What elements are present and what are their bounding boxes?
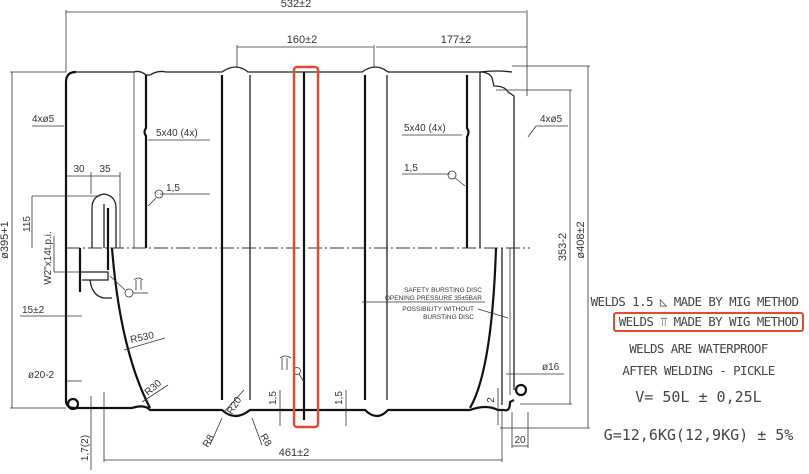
bursting-disc-note: SAFETY BURSTING DISC OPENING PRESSURE 35… bbox=[362, 287, 509, 321]
callout-radius-bead: R20 R8 R8 bbox=[201, 389, 274, 450]
right-height-label: 353-2 bbox=[557, 233, 569, 261]
right-rim-label: ø16 bbox=[542, 362, 560, 373]
fitting-depth-label: 15±2 bbox=[22, 305, 45, 316]
holes-right-label: 4xø5 bbox=[540, 114, 563, 125]
radius-large-label: R530 bbox=[129, 330, 155, 346]
bead-depth-left-label: 1,5 bbox=[268, 391, 279, 405]
left-rim-label: ø20-2 bbox=[28, 370, 55, 381]
holes-left-label: 4xø5 bbox=[32, 114, 55, 125]
drawing-notes: WELDS 1.5 ◺ MADE BY MIG METHOD WELDS ⫪ M… bbox=[588, 294, 809, 443]
fitting-offset-b-label: 35 bbox=[99, 164, 111, 175]
fitting-assembly bbox=[78, 193, 117, 299]
callout-holes-left: 4xø5 bbox=[32, 114, 64, 127]
bottom-length-label: 461±2 bbox=[279, 447, 310, 459]
slots-left-label: 5x40 (4x) bbox=[156, 128, 198, 139]
dimension-right-height: 353-2 bbox=[496, 89, 572, 405]
dimension-right-flange: 20 bbox=[511, 412, 529, 448]
dimension-center-span: 160±2 bbox=[236, 34, 375, 68]
dimension-bead-depth: 1,5 1,5 bbox=[268, 390, 347, 426]
slots-right-label: 5x40 (4x) bbox=[404, 123, 446, 134]
callout-radius-large: R530 bbox=[123, 330, 166, 351]
bead-depth-right-label: 1,5 bbox=[334, 391, 345, 405]
dimension-overall-length: 532±2 bbox=[65, 0, 528, 96]
right-diameter-label: ø408±2 bbox=[575, 221, 587, 258]
fitting-height-label: 115 bbox=[22, 216, 33, 232]
bursting-disc-line2: OPENING PRESSURE 35±5BAR bbox=[385, 295, 482, 302]
radius-bead-label: R20 bbox=[225, 395, 244, 417]
note-volume: V= 50L ± 0,25L bbox=[635, 388, 762, 406]
center-span-label: 160±2 bbox=[287, 34, 318, 46]
callout-weld-left: 1,5 bbox=[147, 183, 210, 207]
weld-seam-highlight bbox=[292, 65, 320, 429]
right-span-label: 177±2 bbox=[441, 34, 472, 46]
dimension-right-gap: 2 bbox=[486, 388, 499, 425]
callout-weld-seam bbox=[279, 355, 305, 383]
dimension-left-diameter: ø395+1 bbox=[0, 71, 66, 409]
dimension-right-span: 177±2 bbox=[376, 34, 527, 48]
left-diameter-label: ø395+1 bbox=[0, 221, 11, 259]
thread-label: W2"x14t.p.i. bbox=[43, 231, 54, 285]
bottom-thickness-label: 1,7(2) bbox=[80, 435, 91, 461]
callout-weld-fitting bbox=[109, 275, 148, 298]
bursting-disc-line4: BURSTING DISC bbox=[423, 314, 474, 321]
fitting-offset-a-label: 30 bbox=[73, 164, 85, 175]
keg-outline bbox=[64, 66, 528, 420]
dimension-left-rim: ø20-2 bbox=[28, 370, 82, 382]
dimension-bottom-length: 461±2 bbox=[103, 392, 503, 462]
right-flange-label: 20 bbox=[514, 435, 526, 446]
bursting-disc-line1: SAFETY BURSTING DISC bbox=[404, 287, 482, 294]
radius-bead-right-label: R8 bbox=[257, 432, 273, 449]
dimension-fitting-offsets: 30 35 bbox=[66, 164, 121, 248]
radius-corner-label: R30 bbox=[143, 378, 164, 399]
dimension-fitting-height: 115 bbox=[22, 195, 100, 248]
dimension-thread: W2"x14t.p.i. bbox=[43, 231, 80, 285]
note-weld-wig-highlighted: WELDS ⫪ MADE BY WIG METHOD bbox=[612, 312, 805, 332]
dimension-bottom-thickness: 1,7(2) bbox=[80, 396, 92, 470]
overall-length-label: 532±2 bbox=[281, 0, 312, 10]
callout-weld-right: 1,5 bbox=[402, 163, 466, 187]
callout-slots-left: 5x40 (4x) bbox=[148, 128, 210, 141]
callout-slots-right: 5x40 (4x) bbox=[402, 123, 462, 136]
weld-left-label: 1,5 bbox=[166, 183, 180, 194]
note-waterproof: WELDS ARE WATERPROOF bbox=[629, 341, 768, 356]
dimension-fitting-depth: 15±2 bbox=[20, 305, 82, 317]
bursting-disc-line3: POSSIBILITY WITHOUT bbox=[402, 306, 474, 313]
note-mass: G=12,6KG(12,9KG) ± 5% bbox=[603, 426, 794, 444]
dimension-right-rim: ø16 bbox=[506, 362, 564, 375]
note-weld-mig: WELDS 1.5 ◺ MADE BY MIG METHOD bbox=[590, 294, 799, 309]
dimension-right-diameter: ø408±2 bbox=[500, 65, 590, 429]
callout-holes-right: 4xø5 bbox=[527, 114, 568, 138]
weld-right-label: 1,5 bbox=[404, 163, 418, 174]
right-gap-label: 2 bbox=[486, 397, 497, 403]
note-pickle: AFTER WELDING - PICKLE bbox=[622, 363, 775, 378]
